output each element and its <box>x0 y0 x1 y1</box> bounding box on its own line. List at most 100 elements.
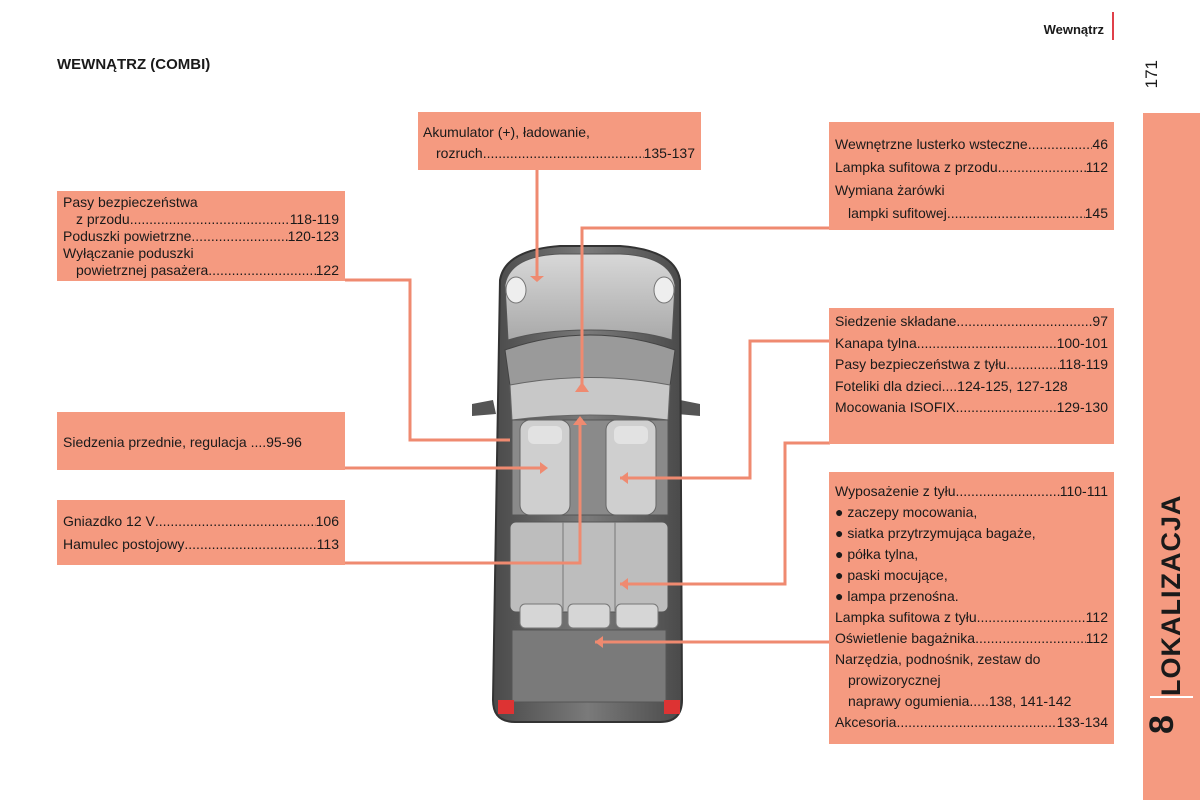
callout-row: lampki sufitowej 145 <box>835 202 1108 225</box>
callout-page: 113 <box>316 536 339 552</box>
callout-row: Hamulec postojowy 113 <box>63 533 339 556</box>
callout-text: Mocowania ISOFIX <box>835 399 956 415</box>
callout-mirror: Wewnętrzne lusterko wsteczne 46 Lampka s… <box>829 122 1114 230</box>
callout-row: Siedzenia przednie, regulacja ....95-96 <box>63 434 302 450</box>
callout-text: Akcesoria <box>835 714 897 730</box>
callout-page: 122 <box>315 262 339 278</box>
left-taillight <box>498 700 514 714</box>
callout-text: Lampka sufitowa z tyłu <box>835 609 977 625</box>
callout-text: Gniazdko 12 V <box>63 513 155 529</box>
dashboard <box>509 377 671 421</box>
callout-row: Lampka sufitowa z tyłu 112 <box>835 607 1108 628</box>
leader-rear-equipment <box>620 441 830 586</box>
callout-row: Narzędzia, podnośnik, zestaw do <box>835 649 1108 670</box>
callout-text: Wymiana żarówki <box>835 182 945 198</box>
right-mirror <box>677 400 700 416</box>
callout-text: Narzędzia, podnośnik, zestaw do <box>835 651 1041 667</box>
callout-row: Akumulator (+), ładowanie, <box>423 122 695 143</box>
boot-floor <box>511 629 667 703</box>
callout-socket: Gniazdko 12 V 106 Hamulec postojowy 113 <box>57 500 345 565</box>
callout-text: rozruch <box>436 145 483 161</box>
left-mirror <box>472 400 496 416</box>
callout-row: powietrznej pasażera 122 <box>63 262 339 279</box>
callout-page: 133-134 <box>1056 714 1108 730</box>
callout-text: Akumulator (+), ładowanie, <box>423 124 590 140</box>
cabin-floor <box>511 419 669 516</box>
callout-row: Wyposażenie z tyłu 110-111 <box>835 481 1108 502</box>
callout-rear-seats: Siedzenie składane 97 Kanapa tylna100-10… <box>829 308 1114 444</box>
callout-row: Wewnętrzne lusterko wsteczne 46 <box>835 133 1108 156</box>
section-divider <box>1112 12 1114 40</box>
windscreen <box>504 334 676 401</box>
callout-page: 138, 141-142 <box>988 693 1072 709</box>
callout-row: ● zaczepy mocowania, <box>835 502 1108 523</box>
callout-page: 120-123 <box>287 228 339 244</box>
leader-rear-seats <box>620 339 830 480</box>
leader-belts-front <box>345 278 510 442</box>
callout-page: 124-125, 127-128 <box>957 377 1068 394</box>
right-taillight <box>664 700 680 714</box>
chapter-number: 8 <box>1143 715 1181 735</box>
callout-page: 112 <box>1085 609 1108 625</box>
chapter-title: LOKALIZACJA <box>1156 494 1186 696</box>
callout-text: ● siatka przytrzymująca bagaże, <box>835 525 1036 541</box>
callout-text: z przodu <box>76 211 130 227</box>
callout-text: Kanapa tylna <box>835 334 917 351</box>
callout-row: rozruch135-137 <box>423 143 695 164</box>
callout-row: Kanapa tylna100-101 <box>835 333 1108 355</box>
callout-text: Wewnętrzne lusterko wsteczne <box>835 136 1028 152</box>
callout-page: 106 <box>315 513 339 529</box>
callout-page: 112 <box>1085 159 1108 175</box>
callout-row: Lampka sufitowa z przodu 112 <box>835 156 1108 179</box>
callout-row: naprawy ogumienia .....138, 141-142 <box>835 691 1108 712</box>
callout-page: 95-96 <box>266 434 302 450</box>
callout-text: Siedzenie składane <box>835 313 957 329</box>
callout-row: Foteliki dla dzieci .... 124-125, 127-12… <box>835 376 1108 398</box>
callout-text: Poduszki powietrzne <box>63 228 192 244</box>
page-title: WEWNĄTRZ (COMBI) <box>57 56 211 73</box>
callout-text: Pasy bezpieczeństwa <box>63 194 198 210</box>
callout-page: 129-130 <box>1056 399 1108 415</box>
callout-row: Gniazdko 12 V 106 <box>63 510 339 533</box>
callout-text: Wyłączanie poduszki <box>63 245 194 261</box>
callout-page: 97 <box>1092 313 1108 329</box>
callout-page: 112 <box>1085 630 1108 646</box>
callout-text: Oświetlenie bagażnika <box>835 630 976 646</box>
callout-row: Wyłączanie poduszki <box>63 245 339 262</box>
callout-text: ● lampa przenośna. <box>835 588 959 604</box>
callout-row: Mocowania ISOFIX 129-130 <box>835 397 1108 419</box>
callout-row: ● paski mocujące, <box>835 565 1108 586</box>
callout-row: Wymiana żarówki <box>835 179 1108 202</box>
callout-row: ● siatka przytrzymująca bagaże, <box>835 523 1108 544</box>
callout-row: ● lampa przenośna. <box>835 586 1108 607</box>
callout-text: Hamulec postojowy <box>63 536 185 552</box>
callout-row: Akcesoria 133-134 <box>835 712 1108 733</box>
callout-text: ● półka tylna, <box>835 546 919 562</box>
leader-socket <box>345 425 582 565</box>
right-headlight <box>653 276 675 304</box>
callout-front-seats: Siedzenia przednie, regulacja ....95-96 <box>57 412 345 470</box>
callout-belts-front: Pasy bezpieczeństwa z przodu 118-119 Podu… <box>57 191 345 281</box>
callout-text: lampki sufitowej <box>848 205 947 221</box>
passenger-seat <box>605 419 657 516</box>
callout-text: Foteliki dla dzieci <box>835 377 942 394</box>
callout-text: naprawy ogumienia <box>848 693 970 709</box>
callout-text: Lampka sufitowa z przodu <box>835 159 998 175</box>
rear-bench <box>509 521 669 613</box>
car-hood <box>504 253 676 341</box>
callout-text: Siedzenia przednie, regulacja <box>63 434 251 450</box>
callout-text: powietrznej pasażera <box>76 262 209 278</box>
callout-row: z przodu 118-119 <box>63 211 339 228</box>
callout-row: Siedzenie składane 97 <box>835 311 1108 333</box>
callout-page: 118-119 <box>289 211 339 227</box>
callout-text: Wyposażenie z tyłu <box>835 483 956 499</box>
callout-page: 110-111 <box>1059 483 1108 499</box>
leader-mirror <box>580 226 830 392</box>
callout-row: Pasy bezpieczeństwa z tyłu118-119 <box>835 354 1108 376</box>
page-number: 171 <box>1142 60 1161 89</box>
callout-row: prowizorycznej <box>835 670 1108 691</box>
driver-seat <box>519 419 571 516</box>
callout-rear-equipment: Wyposażenie z tyłu 110-111 ● zaczepy moc… <box>829 472 1114 744</box>
section-label: Wewnątrz <box>1043 22 1104 37</box>
callout-page: 46 <box>1092 136 1108 152</box>
